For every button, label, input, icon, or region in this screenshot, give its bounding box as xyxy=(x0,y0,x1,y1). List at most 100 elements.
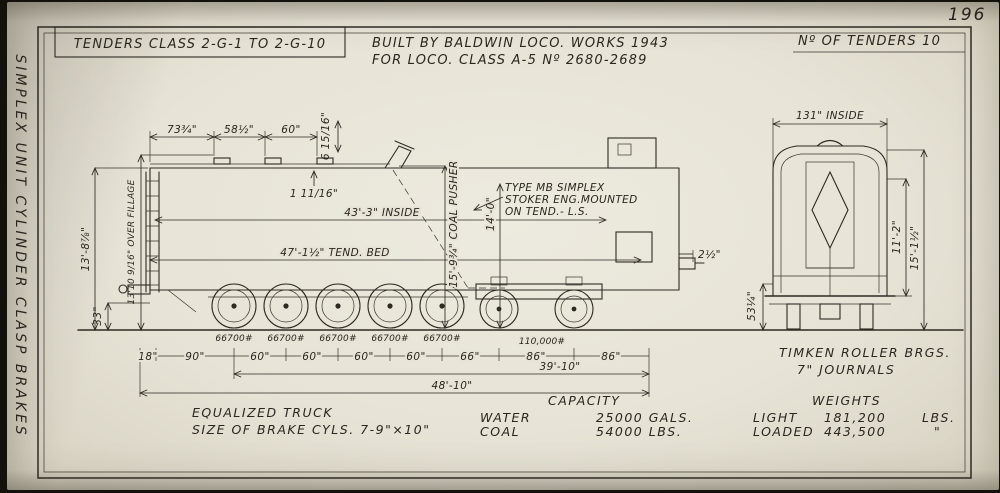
wheel-load-5: 66700# xyxy=(423,334,460,344)
wheel-load-1: 66700# xyxy=(215,334,252,344)
wheel-load-2: 66700# xyxy=(267,334,304,344)
stoker-vent-cap xyxy=(394,140,415,150)
bottom-dim-60a: 60" xyxy=(250,351,269,363)
truck-bolster-2 xyxy=(565,276,583,286)
truck-wheel-2 xyxy=(554,289,594,329)
dim-height-label: 13'-8⅞" xyxy=(80,227,92,272)
water-label: WATER xyxy=(480,410,531,425)
bottom-dim-66: 66" xyxy=(460,351,479,363)
stoker-note-line1: TYPE MB SIMPLEX xyxy=(505,182,605,194)
equalized-truck-label: EQUALIZED TRUCK xyxy=(192,405,333,420)
bottom-dim-90: 90" xyxy=(185,351,204,363)
tenders-class-label: TENDERS CLASS 2-G-1 TO 2-G-10 xyxy=(74,37,326,52)
dim-top-58-label: 58½" xyxy=(224,124,254,136)
front-coupler-knuckle xyxy=(118,284,128,294)
dim-131-label: 131" INSIDE xyxy=(796,110,864,122)
left-extension-lines xyxy=(95,154,213,304)
dim-over-fillage-label: 13'10 9/16" OVER FILLAGE xyxy=(127,179,137,304)
deck-hatch-3 xyxy=(316,157,334,165)
bottom-dim-60c: 60" xyxy=(354,351,373,363)
capacity-title: CAPACITY xyxy=(548,393,620,408)
bottom-dim-86b: 86" xyxy=(601,351,620,363)
dim-53-label: 53¼" xyxy=(746,291,758,321)
water-value: 25000 GALS. xyxy=(596,410,693,425)
brake-cyls-label: SIZE OF BRAKE CYLS. 7-9"×10" xyxy=(192,422,430,437)
side-wheel-3 xyxy=(315,283,361,329)
built-by-line1: BUILT BY BALDWIN LOCO. WORKS 1943 xyxy=(372,36,669,51)
stoker-note-leader xyxy=(474,196,504,210)
end-coupler xyxy=(819,303,841,320)
footer-specs: EQUALIZED TRUCK SIZE OF BRAKE CYLS. 7-9"… xyxy=(192,393,955,439)
end-top-extensions xyxy=(772,118,888,168)
end-top-dome xyxy=(816,139,844,147)
bottom-dim-18: 18" xyxy=(138,351,157,363)
bearing-note-line2: 7" JOURNALS xyxy=(797,362,895,377)
rear-coupler xyxy=(678,257,696,270)
bottom-dim-60d: 60" xyxy=(406,351,425,363)
side-wheel-4 xyxy=(367,283,413,329)
loaded-unit: " xyxy=(934,424,941,439)
outer-border xyxy=(37,26,972,479)
side-wheel-2 xyxy=(263,283,309,329)
light-unit: LBS. xyxy=(922,410,955,425)
dim-48-10-label: 48'-10" xyxy=(431,380,472,392)
inner-border xyxy=(43,32,966,473)
dim-top-60-label: 60" xyxy=(281,124,300,136)
bottom-dim-86a: 86" xyxy=(526,351,545,363)
end-center-diamond xyxy=(811,170,849,250)
wheel-load-3: 66700# xyxy=(319,334,356,344)
weights-title: WEIGHTS xyxy=(812,393,881,408)
side-view-dimensions: 73¾" 58½" 60" 6 15/16" 1 11/16" 13'-8⅞" … xyxy=(80,112,721,330)
truck-frame xyxy=(475,283,603,300)
end-wheel-right xyxy=(859,303,874,330)
dim-15-1-label: 15'-1½" xyxy=(909,226,921,271)
end-inner-wall xyxy=(780,153,880,293)
underframe-lines xyxy=(167,289,468,313)
stoker-vent xyxy=(384,145,412,169)
truck-load-label: 110,000# xyxy=(519,337,565,347)
dim-33-label: 33" xyxy=(92,306,104,325)
tender-side-view xyxy=(118,137,705,329)
end-interior-lines xyxy=(773,248,887,296)
doghouse-window xyxy=(617,143,632,156)
top-extension-lines xyxy=(149,131,318,162)
coal-value: 54000 LBS. xyxy=(596,424,682,439)
rear-tool-box xyxy=(615,231,653,263)
bottom-dim-60b: 60" xyxy=(302,351,321,363)
deck-hatch-2 xyxy=(264,157,282,165)
dim-top-73-label: 73¾" xyxy=(167,124,197,136)
drawing-frame xyxy=(37,26,972,479)
coal-label: COAL xyxy=(480,424,520,439)
loaded-value: 443,500 xyxy=(824,424,886,439)
doghouse xyxy=(607,137,657,169)
tender-end-view xyxy=(764,139,896,330)
page-number: 196 xyxy=(948,5,987,25)
wheel-load-labels: 66700# 66700# 66700# 66700# 66700# 110,0… xyxy=(213,332,567,349)
built-by-line2: FOR LOCO. CLASS A-5 Nº 2680-2689 xyxy=(372,53,648,68)
stoker-note-line2: STOKER ENG.MOUNTED xyxy=(505,194,638,206)
title-box xyxy=(54,26,346,58)
dim-6-15-16-label: 6 15/16" xyxy=(320,112,332,160)
light-value: 181,200 xyxy=(824,410,886,425)
end-view-dimensions: 131" INSIDE 11'-2" 15'-1½" 53¼" TIMKEN R… xyxy=(744,108,951,377)
dim-coal-pusher-label: 15'-9¾" COAL PUSHER xyxy=(448,160,460,287)
coal-slope-dashed xyxy=(392,169,505,289)
dim-2-half-label: 2½" xyxy=(698,249,721,261)
bottom-tick-lines xyxy=(139,348,650,397)
ladder-rungs xyxy=(146,180,159,286)
bottom-dimension-row: 18" 90" 60" 60" 60" 60" 66" 86" 86" 39'-… xyxy=(136,348,650,397)
stoker-note-line3: ON TEND.- L.S. xyxy=(505,206,589,218)
dim-tend-bed-label: 47'-1½" TEND. BED xyxy=(280,247,389,259)
dim-2-half-extensions xyxy=(678,250,694,262)
dim-11-2-label: 11'-2" xyxy=(891,220,903,254)
end-body-outline xyxy=(772,145,888,297)
deck-hatch-1 xyxy=(213,157,231,165)
dim-1-11-16-label: 1 11/16" xyxy=(290,188,338,200)
light-label: LIGHT xyxy=(753,410,798,425)
wheel-load-4: 66700# xyxy=(371,334,408,344)
dim-inside-label: 43'-3" INSIDE xyxy=(344,207,420,219)
ladder-rails xyxy=(145,171,160,293)
bearing-note-line1: TIMKEN ROLLER BRGS. xyxy=(779,345,951,360)
